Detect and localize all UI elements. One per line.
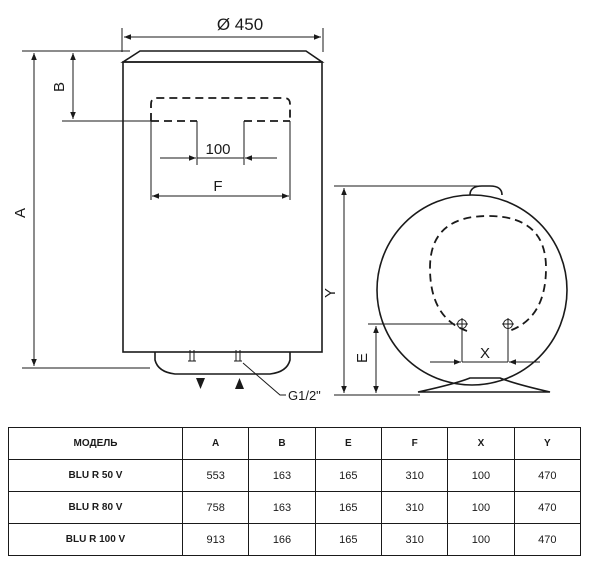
- dim-b-label: B: [51, 82, 68, 92]
- tank-bottom-cover: [154, 352, 291, 375]
- outlet-arrow-icon: [235, 378, 244, 389]
- cell-b: 166: [248, 523, 316, 556]
- cell-a: 553: [181, 459, 250, 492]
- cell-model: BLU R 50 V: [8, 459, 183, 492]
- header-a: A: [181, 427, 250, 460]
- header-e: E: [314, 427, 382, 460]
- cold-water-pipe: [188, 350, 196, 362]
- cell-y: 470: [513, 491, 582, 524]
- cell-model: BLU R 80 V: [8, 491, 183, 524]
- cell-e: 165: [314, 523, 382, 556]
- header-y: Y: [513, 427, 582, 460]
- inlet-arrow-icon: [196, 378, 205, 389]
- tank-top-cap: [120, 50, 325, 63]
- header-x: X: [447, 427, 515, 460]
- table-row: BLU R 50 V 553 163 165 310 100 470: [8, 459, 582, 492]
- internal-flange-outline: [429, 215, 547, 332]
- header-b: B: [248, 427, 316, 460]
- diameter-label: Ø 450: [217, 15, 263, 34]
- thread-leader-line: [242, 362, 286, 396]
- dim-a-label: A: [12, 208, 29, 218]
- cell-model: BLU R 100 V: [8, 523, 183, 556]
- cell-b: 163: [248, 459, 316, 492]
- header-f: F: [380, 427, 449, 460]
- cell-a: 913: [181, 523, 250, 556]
- technical-drawing: Ø 450 G1/2" 100 F: [12, 15, 568, 403]
- cell-f: 310: [380, 523, 449, 556]
- cell-b: 163: [248, 491, 316, 524]
- dim-y-label: Y: [322, 288, 339, 298]
- table-header-row: МОДЕЛЬ A B E F X Y: [8, 427, 582, 460]
- table-row: BLU R 80 V 758 163 165 310 100 470: [8, 491, 582, 524]
- top-nozzle: [469, 185, 503, 196]
- thread-label: G1/2": [288, 388, 321, 403]
- dim-x-label: X: [480, 345, 490, 362]
- dim-f-label: F: [213, 178, 222, 195]
- mounting-bracket-outline: [150, 97, 291, 121]
- cell-e: 165: [314, 459, 382, 492]
- dim-100-label: 100: [205, 141, 230, 158]
- table-row: BLU R 100 V 913 166 165 310 100 470: [8, 523, 582, 556]
- cell-a: 758: [181, 491, 250, 524]
- hot-water-pipe: [234, 350, 242, 362]
- cell-x: 100: [447, 459, 515, 492]
- header-model: МОДЕЛЬ: [8, 427, 183, 460]
- tank-circle: [376, 194, 568, 386]
- cell-x: 100: [447, 523, 515, 556]
- side-view: X Y E: [322, 185, 568, 396]
- cell-x: 100: [447, 491, 515, 524]
- cell-y: 470: [513, 523, 582, 556]
- front-view: Ø 450 G1/2" 100 F: [12, 15, 325, 403]
- dim-e-label: E: [354, 353, 371, 363]
- cell-f: 310: [380, 459, 449, 492]
- wall-bracket: [417, 377, 551, 393]
- tank-body: [122, 61, 323, 353]
- cell-f: 310: [380, 491, 449, 524]
- specifications-table: МОДЕЛЬ A B E F X Y BLU R 50 V 553 163 16…: [8, 427, 582, 556]
- cell-y: 470: [513, 459, 582, 492]
- cell-e: 165: [314, 491, 382, 524]
